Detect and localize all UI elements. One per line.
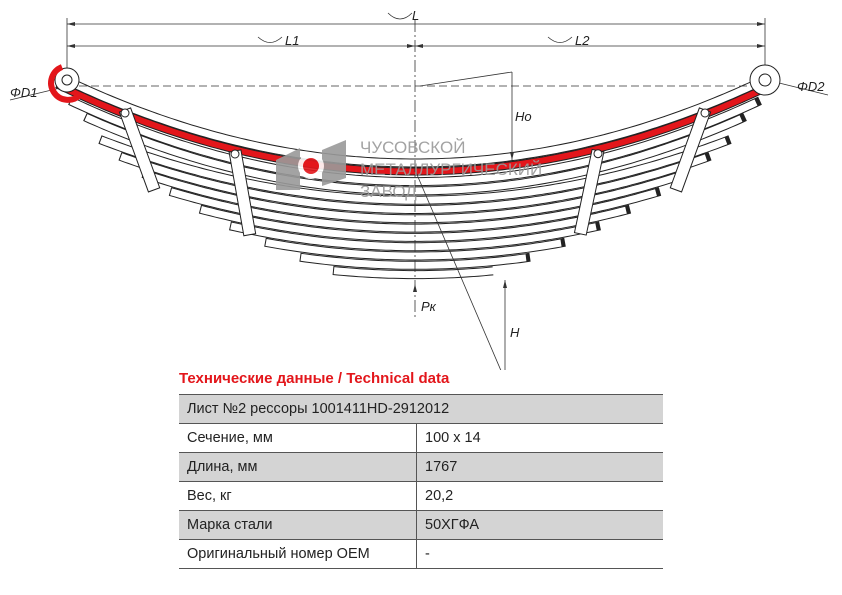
clamp-bolt-icon [230, 149, 240, 159]
dim-L1: L1 [285, 33, 299, 48]
dim-Ho: Ho [515, 109, 532, 124]
dim-L: L [412, 8, 419, 23]
dim-D1: ΦD1 [10, 85, 38, 100]
left-eye-wrap [48, 64, 83, 103]
dim-D2: ΦD2 [797, 79, 825, 94]
dim-H: H [510, 325, 520, 340]
section-title: Технические данные / Technical data [179, 370, 450, 387]
spec-table: Лист №2 рессоры 1001411HD-2912012 Сечени… [179, 394, 663, 569]
clamps [118, 107, 712, 237]
svg-text:ЗАВОД: ЗАВОД [360, 182, 417, 201]
clamp-bolt-icon [120, 108, 130, 118]
company-logo: ЧУСОВСКОЙ МЕТАЛЛУРГИЧЕСКИЙ ЗАВОД [276, 138, 542, 201]
table-header-row: Лист №2 рессоры 1001411HD-2912012 [179, 394, 663, 424]
table-row: Оригинальный номер OEM- [179, 539, 663, 569]
clamp-bolt-icon [593, 149, 603, 159]
leaf-spring-drawing: L L1 L2 ΦD1 ΦD2 Ho H Pк ЧУСОВСКОЙ МЕТАЛЛ… [9, 8, 829, 370]
svg-text:МЕТАЛЛУРГИЧЕСКИЙ: МЕТАЛЛУРГИЧЕСКИЙ [360, 160, 542, 179]
clamp-bolt-icon [700, 108, 710, 118]
dim-L2: L2 [575, 33, 590, 48]
svg-text:ЧУСОВСКОЙ: ЧУСОВСКОЙ [360, 138, 465, 157]
table-header: Лист №2 рессоры 1001411HD-2912012 [179, 394, 663, 424]
dim-Pk: Pк [421, 299, 437, 314]
